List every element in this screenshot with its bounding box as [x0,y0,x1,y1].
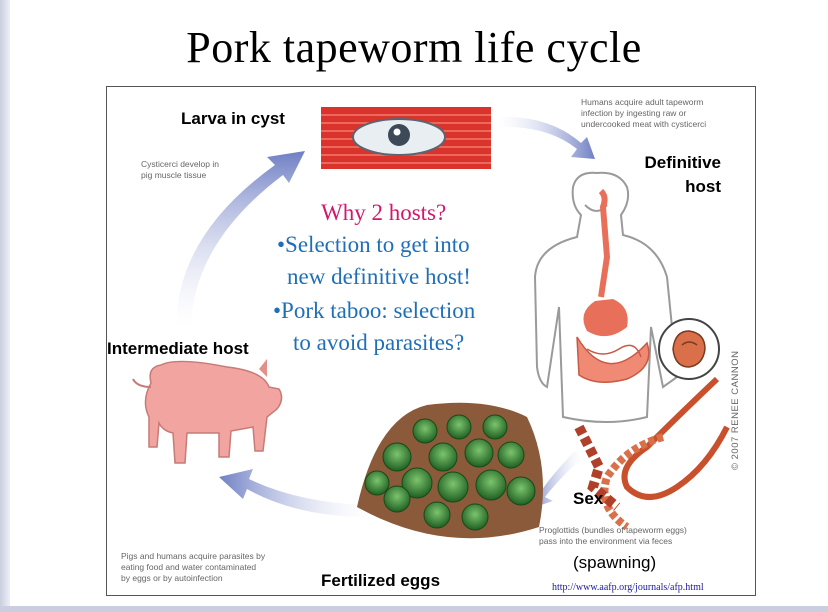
note-line: Pigs and humans acquire parasites by [121,551,265,562]
source-url: http://www.aafp.org/journals/afp.html [552,582,704,593]
definitive-host-label: Definitive host [629,151,721,199]
note-line: eating food and water contaminated [121,562,265,573]
bullet-selection-line2: new definitive host! [287,261,471,293]
note-line: Humans acquire adult tapeworm [581,97,706,108]
pig-illustration [133,359,282,463]
bullet-selection-line1: •Selection to get into [277,229,470,261]
proglottids-note: Proglottids (bundles of tapeworm eggs) p… [539,525,687,547]
scolex-zoom-illustration [659,319,719,379]
definitive-host-line1: Definitive [629,151,721,175]
note-line: undercooked meat with cysticerci [581,119,706,130]
copyright-text: © 2007 RENEE CANNON [730,351,741,470]
spawning-label: (spawning) [573,553,656,573]
life-cycle-figure: Larva in cyst Definitive host Intermedia… [106,86,756,596]
digestive-tract [577,191,649,382]
note-line: pass into the environment via feces [539,536,687,547]
note-line: infection by ingesting raw or [581,108,706,119]
bullet-pork-taboo-line1: •Pork taboo: selection [273,295,475,327]
arrow-eggs-to-pig [219,469,369,517]
pigs-humans-note: Pigs and humans acquire parasites by eat… [121,551,265,584]
note-line: by eggs or by autoinfection [121,573,265,584]
slide-left-border [0,0,10,612]
note-line: pig muscle tissue [141,170,219,181]
humans-acquire-note: Humans acquire adult tapeworm infection … [581,97,706,130]
muscle-cyst-illustration [321,107,491,169]
slide-title: Pork tapeworm life cycle [0,22,828,73]
fertilized-eggs-label: Fertilized eggs [321,571,440,591]
cabbage-field-illustration [357,403,543,539]
intermediate-host-label: Intermediate host [107,339,249,359]
note-line: Proglottids (bundles of tapeworm eggs) [539,525,687,536]
definitive-host-line2: host [629,175,721,199]
bullet-pork-taboo-line2: to avoid parasites? [293,327,464,359]
sex-label: Sex [573,489,603,509]
why-two-hosts-question: Why 2 hosts? [321,197,446,229]
larva-in-cyst-label: Larva in cyst [181,109,285,129]
cysticerci-note: Cysticerci develop in pig muscle tissue [141,159,219,181]
note-line: Cysticerci develop in [141,159,219,170]
slide-bottom-border [0,606,828,612]
